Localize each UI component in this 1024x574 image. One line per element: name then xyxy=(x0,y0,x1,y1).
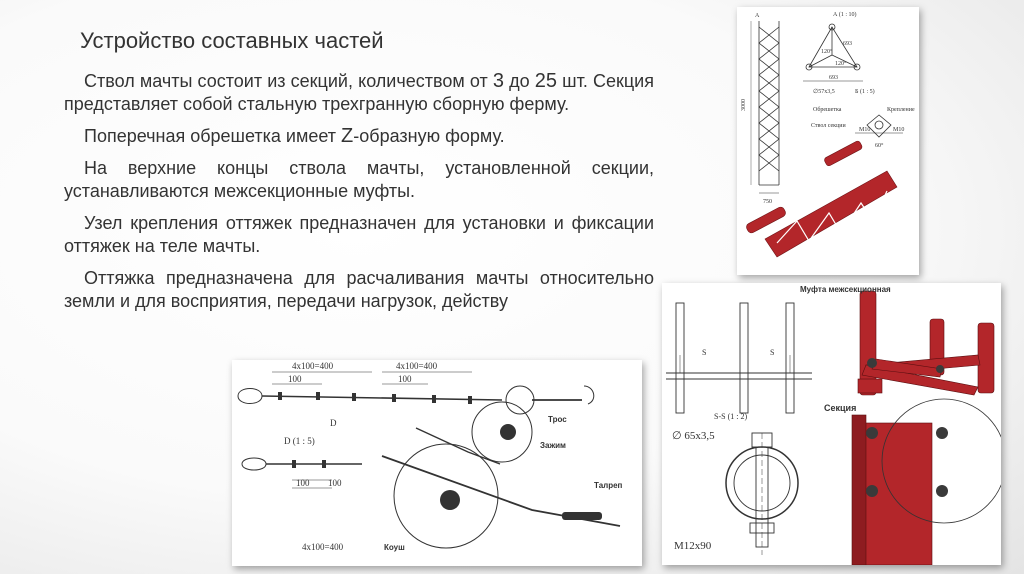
paragraph-2: Поперечная обрешетка имеет Z-образную фо… xyxy=(64,125,654,148)
label-section-ss: S-S (1 : 2) xyxy=(714,412,747,421)
label-height: 3000 xyxy=(741,99,747,111)
mast-section-figure: А 3000 750 А (1 : 10) 693 120° 120° 693 … xyxy=(737,7,919,275)
p2-pre: Поперечная обрешетка имеет xyxy=(84,126,342,146)
coupling-drawing: Муфта межсекционная S S S-S (1 : 2) ∅ 65… xyxy=(666,285,1001,565)
p1-num-min: 3 xyxy=(492,70,504,92)
label-angle-120b: 120° xyxy=(835,60,847,67)
p1-post: шт. Секция представляет собой стальную т… xyxy=(64,71,654,114)
label-kreplenie: Крепление xyxy=(887,107,915,113)
body-text: Ствол мачты состоит из секций, количеств… xyxy=(64,70,654,322)
label-dim5: 100 xyxy=(296,478,310,488)
label-mufta: Муфта межсекционная xyxy=(800,285,891,294)
label-a-scale: А (1 : 10) xyxy=(833,11,857,18)
label-dim2: 100 xyxy=(288,374,302,384)
label-bolt: М12х90 xyxy=(674,540,712,552)
label-talrep: Талреп xyxy=(594,481,623,490)
label-s-left: S xyxy=(702,348,706,357)
label-dim7: 4х100=400 xyxy=(302,542,344,552)
p1-pre: Ствол мачты состоит из секций, количеств… xyxy=(84,71,493,91)
label-dim3: 4х100=400 xyxy=(396,361,438,371)
label-d-scale: D (1 : 5) xyxy=(284,436,315,446)
guy-wire-figure: 4х100=400 100 4х100=400 100 D D (1 : 5) … xyxy=(232,360,642,566)
p2-post: -образную форму. xyxy=(353,126,505,146)
slide-title: Устройство составных частей xyxy=(80,28,384,53)
label-s-right: S xyxy=(770,348,774,357)
label-width: 750 xyxy=(763,199,772,205)
label-obreshetka: Обрешетка xyxy=(813,106,842,113)
coupling-figure: Муфта межсекционная S S S-S (1 : 2) ∅ 65… xyxy=(662,283,1001,565)
label-d-mark: D xyxy=(330,418,337,428)
p1-mid: до xyxy=(504,71,535,91)
label-koush: Коуш xyxy=(384,543,405,552)
label-stvol: Ствол секции xyxy=(811,123,846,129)
label-zazhim: Зажим xyxy=(540,441,566,450)
paragraph-1: Ствол мачты состоит из секций, количеств… xyxy=(64,70,654,116)
paragraph-5: Оттяжка предназначена для расчаливания м… xyxy=(64,268,654,311)
label-dim-bottom: 693 xyxy=(829,75,838,81)
p1-num-max: 25 xyxy=(534,70,558,92)
mast-section-drawing: А 3000 750 А (1 : 10) 693 120° 120° 693 … xyxy=(741,11,915,258)
label-dim-side: 693 xyxy=(843,41,852,47)
label-dim4: 100 xyxy=(398,374,412,384)
label-sektsiya: Секция xyxy=(824,403,856,413)
label-pipe-65: ∅ 65х3,5 xyxy=(672,430,715,442)
label-tros: Трос xyxy=(548,415,567,424)
label-dim6: 100 xyxy=(328,478,342,488)
label-angle-60: 60° xyxy=(875,142,884,149)
label-dim1: 4х100=400 xyxy=(292,361,334,371)
p2-z: Z xyxy=(341,125,354,147)
guy-wire-drawing: 4х100=400 100 4х100=400 100 D D (1 : 5) … xyxy=(237,361,623,552)
paragraph-3: На верхние концы ствола мачты, установле… xyxy=(64,158,654,201)
label-m10a: М10 xyxy=(859,127,870,133)
label-pipe: ∅57х3,5 xyxy=(813,88,835,95)
label-angle-120a: 120° xyxy=(821,48,833,55)
label-b-scale: Б (1 : 5) xyxy=(855,88,875,95)
paragraph-4: Узел крепления оттяжек предназначен для … xyxy=(64,213,654,256)
label-a: А xyxy=(755,13,760,19)
label-m10b: М10 xyxy=(893,127,904,133)
